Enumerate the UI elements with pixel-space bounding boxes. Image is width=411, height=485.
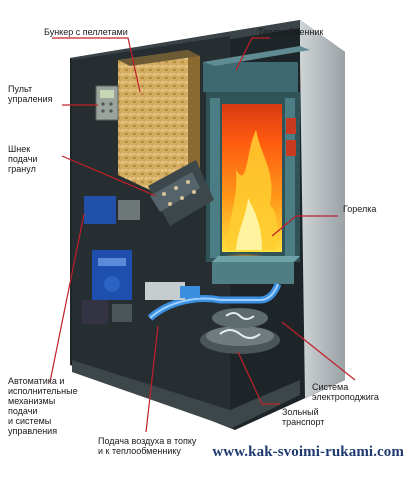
leader-automation (49, 213, 85, 383)
automation-units (82, 196, 140, 324)
label-auger: Шнек подачи гранул (8, 144, 38, 174)
leader-ignition (281, 321, 356, 381)
control-panel (95, 85, 119, 121)
label-automation: Автоматика и исполнительные механизмы по… (8, 376, 78, 436)
leader-heat-exchanger (235, 37, 270, 71)
leader-ash (237, 351, 280, 405)
label-ash-transport: Зольный транспорт (282, 407, 325, 427)
label-air-supply: Подача воздуха в топку и к теплообменник… (98, 436, 197, 456)
label-burner: Горелка (343, 204, 377, 214)
label-control-panel: Пульт упраления (8, 84, 53, 104)
combustion-chamber (222, 104, 296, 252)
leader-lines (49, 37, 356, 433)
pellet-hopper (118, 50, 200, 190)
leader-auger (61, 155, 157, 197)
label-hopper: Бункер с пеллетами (44, 27, 128, 37)
pellet-auger (148, 160, 214, 226)
air-duct (145, 282, 282, 321)
leader-burner (271, 215, 338, 237)
label-ignition: Система электроподжига (312, 382, 379, 402)
label-heat-exchanger: Теплообменник (258, 27, 324, 37)
ash-transport (200, 308, 280, 354)
leader-air-supply (145, 325, 159, 433)
website-watermark: www.kak-svoimi-rukami.com (212, 444, 404, 460)
burner (212, 250, 300, 284)
leader-hopper (52, 37, 141, 93)
